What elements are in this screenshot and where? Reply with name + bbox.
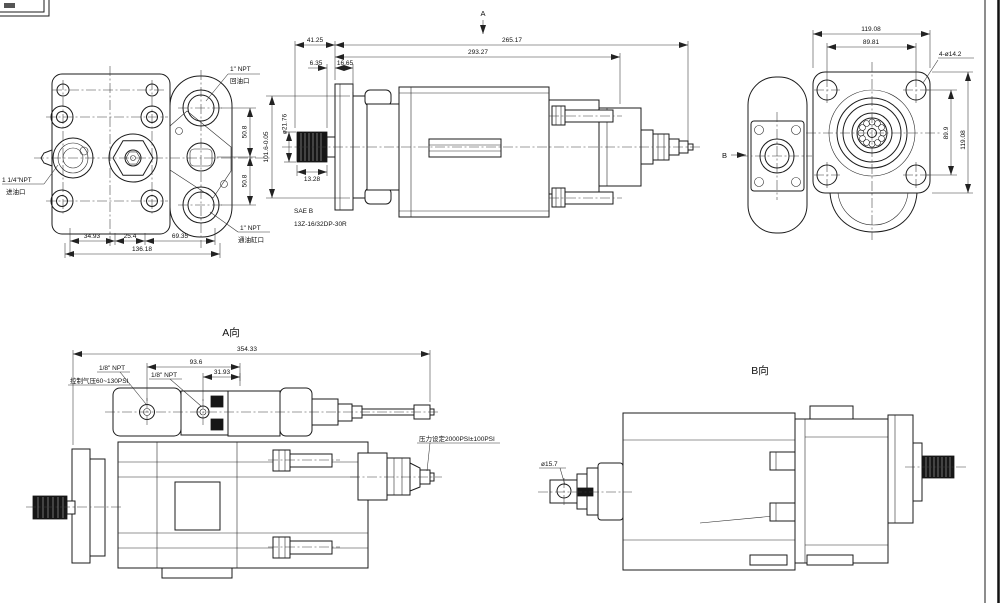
view-b-title: B向 (751, 364, 769, 377)
illegible-text-fragment (4, 3, 15, 8)
dim-6-35: 6.35 (310, 60, 323, 67)
relief-valve (357, 452, 388, 501)
end-view-port-labels: 1" NPT 回油口 1 1/4"NPT 进油口 1" NPT 通油缸口 (2, 66, 270, 244)
note-npt1: 1/8" NPT (99, 365, 125, 372)
dim-101-6: 101.6-0.05 (263, 131, 270, 162)
bolt-hole (816, 164, 838, 186)
dim-15-7: ø15.7 (541, 461, 558, 468)
rear-plate (51, 73, 171, 235)
dim-89-81: 89.81 (863, 39, 880, 46)
pump-body (398, 86, 550, 218)
view-a: A向 (26, 326, 500, 579)
spline-note-dp: 13Z-16/32DP-30R (294, 221, 347, 228)
view-side: A 41.25 265.17 293.27 6.35 16.65 13.28 1… (263, 9, 700, 228)
pressure-port-fitting (549, 479, 578, 504)
center-hex-boss (108, 133, 158, 183)
dim-50-8-lower: 50.8 (242, 174, 249, 187)
dim-119-08-top: 119.08 (861, 26, 881, 33)
dim-34-93: 34.93 (84, 233, 101, 240)
inlet-port-name: 进油口 (6, 187, 26, 196)
note-air-pressure: 控制气压60~130PSI (70, 376, 129, 385)
dim-13-28: 13.28 (304, 176, 321, 183)
pilot-circle (836, 97, 908, 169)
end-view-centerlines (34, 66, 272, 248)
dim-41-25: 41.25 (307, 37, 324, 44)
view-a-body (26, 441, 442, 579)
pump-body-b-view (622, 412, 796, 571)
stud-top (551, 105, 566, 126)
nameplate-slot (428, 138, 502, 158)
dim-69-35: 69.35 (172, 233, 189, 240)
dim-16-65: 16.65 (337, 60, 354, 67)
dim-31-93: 31.93 (214, 369, 231, 376)
front-view-dimensions: B 119.08 89.81 4-ø14.2 89.9 119.08 (722, 26, 974, 194)
inlet-port-size: 1 1/4"NPT (2, 177, 32, 184)
dim-136-18: 136.18 (132, 246, 152, 253)
body-hump (829, 192, 918, 233)
dim-shaft-dia: ø21.76 (282, 114, 289, 135)
view-b-body (622, 405, 955, 571)
view-front: B 119.08 89.81 4-ø14.2 89.9 119.08 (722, 26, 974, 240)
flange-b-view (887, 414, 914, 524)
view-a-valve-block (105, 387, 440, 437)
view-mark-b: B (722, 151, 727, 160)
bottom-tab (161, 567, 233, 579)
bolt-hole (905, 164, 927, 186)
dim-265-17: 265.17 (502, 37, 522, 44)
return-port-name: 回油口 (230, 76, 250, 85)
bolt-hole (905, 79, 927, 101)
inlet-port-circle (52, 137, 94, 179)
view-a-dimensions: 354.33 93.6 31.93 1/8" NPT 控制气压60~130PSI… (68, 346, 500, 472)
view-b-labels: ø15.7 (539, 461, 566, 486)
end-view-features (50, 83, 228, 224)
end-view-dimensions: 34.93 25.4 69.35 136.18 50.8 50.8 (64, 107, 256, 258)
front-view-features (754, 79, 927, 187)
view-b: B向 ø15.7 (538, 364, 968, 571)
bolt-hole (816, 79, 838, 101)
body-window (174, 481, 221, 531)
dim-293-27: 293.27 (468, 49, 488, 56)
dim-50-8-upper: 50.8 (242, 125, 249, 138)
spline-note-sae: SAE B (294, 208, 313, 215)
dim-25-4: 25.4 (124, 233, 137, 240)
dim-354-33: 354.33 (237, 346, 257, 353)
return-port-size: 1" NPT (230, 66, 251, 73)
view-end: 34.93 25.4 69.35 136.18 50.8 50.8 1" NPT… (2, 66, 272, 258)
stud-bottom (551, 187, 566, 208)
cylinder-port-name: 通油缸口 (238, 235, 264, 244)
dim-93-6: 93.6 (190, 359, 203, 366)
cylinder-port-circle (182, 186, 220, 224)
view-a-title: A向 (222, 326, 240, 339)
side-view-dimensions: A 41.25 265.17 293.27 6.35 16.65 13.28 1… (263, 9, 689, 228)
side-view-centerlines (282, 115, 700, 199)
note-npt2: 1/8" NPT (151, 372, 177, 379)
front-view-centerlines (738, 62, 940, 240)
dim-89-9: 89.9 (943, 126, 950, 139)
title-block-fragment (0, 0, 45, 13)
cylinder-port-size: 1" NPT (240, 225, 261, 232)
section-mark-a: A (480, 9, 485, 18)
end-view-geometry (40, 73, 233, 238)
side-view-geometry (296, 83, 694, 218)
front-view-geometry (747, 71, 931, 234)
spline-bore (856, 117, 888, 149)
return-port-circle (182, 89, 220, 127)
dim-bolt-callout: 4-ø14.2 (939, 51, 962, 58)
note-relief-setting: 压力设定2000PSI±100PSI (419, 434, 495, 443)
dim-119-08-side: 119.08 (960, 130, 967, 150)
